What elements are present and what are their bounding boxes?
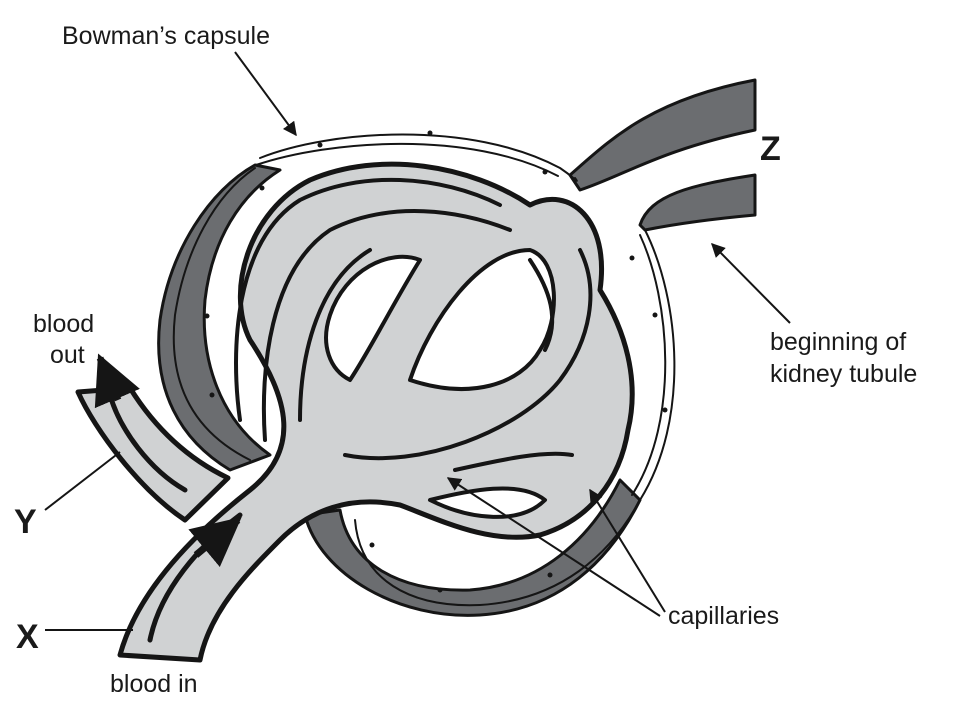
label-y: Y bbox=[14, 503, 37, 541]
label-z: Z bbox=[760, 130, 781, 168]
kidney-tubule-label: kidney tubule bbox=[770, 360, 917, 388]
label-x: X bbox=[16, 618, 39, 656]
capillaries-label: capillaries bbox=[668, 602, 779, 630]
beginning-of-label: beginning of bbox=[770, 328, 906, 356]
bowmans-capsule-label: Bowman’s capsule bbox=[62, 22, 270, 50]
kidney-tubule bbox=[570, 80, 755, 230]
blood-out-label-line2: out bbox=[50, 341, 85, 369]
blood-in-label: blood in bbox=[110, 670, 198, 698]
blood-out-label-line1: blood bbox=[33, 310, 94, 338]
